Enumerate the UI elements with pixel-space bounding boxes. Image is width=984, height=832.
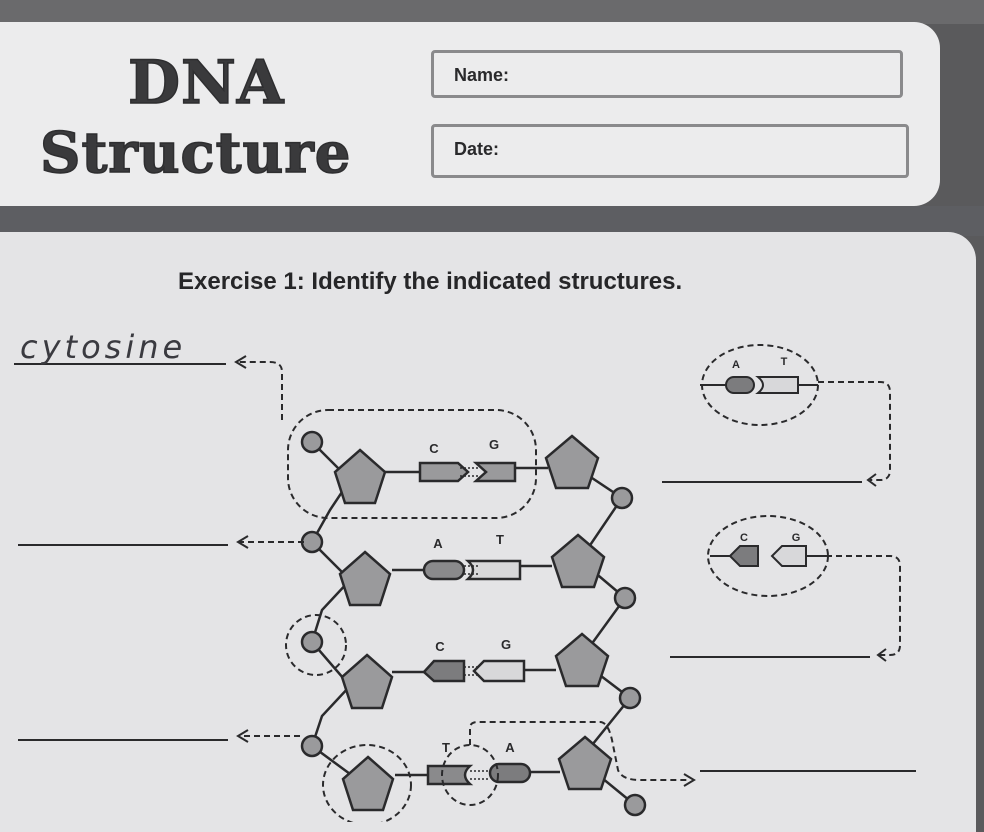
exercise-instruction: Exercise 1: Identify the indicated struc…: [178, 268, 683, 295]
sugar-right-2: [550, 533, 606, 589]
label-inset-a: A: [732, 359, 740, 371]
base-g-3: [472, 659, 526, 683]
phosphate-left-3: [300, 630, 324, 654]
phosphate-right-1: [610, 486, 634, 510]
sugar-left-1: [333, 448, 387, 505]
phosphate-left-1: [300, 430, 324, 454]
label-inset-t: T: [781, 356, 788, 368]
phosphate-right-4: [623, 793, 647, 817]
inset-at-leader: [818, 381, 891, 481]
base-g-1: [472, 461, 517, 483]
arrow-2: [236, 535, 249, 549]
rung-1: [385, 466, 548, 474]
highlight-phosphate: [285, 614, 347, 676]
leader-1: [238, 361, 283, 420]
worksheet-title-line2: Structure: [39, 119, 352, 187]
highlight-hydrogen-bond: [441, 744, 499, 806]
label-c-1: C: [429, 441, 439, 456]
worksheet-body: [0, 232, 976, 832]
base-c-1: [418, 461, 470, 483]
label-c-3: C: [435, 639, 445, 654]
hydrogen-bonds-4: [470, 770, 490, 780]
label-a-2: A: [433, 536, 443, 551]
hydrogen-bonds-2: [464, 565, 480, 575]
inset-base-c: [728, 545, 759, 567]
label-inset-g: G: [792, 532, 801, 544]
date-field[interactable]: Date:: [431, 124, 909, 178]
rung-4: [395, 770, 560, 777]
inset-cg-leader: [826, 555, 901, 656]
leader-backbone: [469, 721, 690, 781]
base-a-4: [488, 762, 532, 784]
sugar-right-3: [554, 632, 610, 688]
highlight-nucleotide: [287, 409, 537, 519]
inset-base-t: [755, 376, 799, 394]
label-g-3: G: [501, 637, 511, 652]
base-c-3: [422, 659, 466, 683]
label-g-1: G: [489, 437, 499, 452]
phosphate-right-2: [613, 586, 637, 610]
sugar-left-2: [338, 550, 392, 607]
phosphate-right-3: [618, 686, 642, 710]
sugar-left-3: [340, 653, 394, 710]
inset-base-a: [725, 376, 755, 394]
label-t-2: T: [496, 532, 504, 547]
hydrogen-bonds-3: [464, 666, 480, 676]
worksheet-title-line1: DNA: [127, 47, 285, 119]
arrow-3: [236, 729, 249, 743]
label-inset-c: C: [740, 532, 748, 544]
sugar-right-1: [544, 434, 600, 490]
arrow-6: [683, 773, 696, 787]
base-t-2: [464, 559, 522, 581]
base-t-4: [426, 764, 474, 786]
date-label: Date:: [454, 139, 500, 159]
backbone-left: [310, 441, 366, 787]
arrow-5: [876, 648, 887, 662]
sugar-left-4: [341, 755, 395, 812]
answer-text-1: cytosine: [20, 328, 186, 366]
header-divider-band: [0, 206, 984, 236]
background-band-top: [0, 0, 984, 24]
phosphate-left-2: [300, 530, 324, 554]
name-label: Name:: [454, 65, 510, 85]
name-field[interactable]: Name:: [431, 50, 903, 98]
hydrogen-bonds-1: [460, 467, 478, 477]
arrow-1: [234, 355, 247, 369]
inset-base-g: [770, 545, 807, 567]
rung-2: [392, 564, 552, 572]
phosphate-left-4: [300, 734, 324, 758]
rung-3: [392, 668, 556, 674]
label-a-4: A: [505, 740, 515, 755]
arrow-4: [866, 473, 877, 487]
sugar-right-4: [557, 735, 613, 791]
label-t-4: T: [442, 740, 450, 755]
base-a-2: [422, 559, 466, 581]
highlight-sugar: [322, 744, 412, 822]
